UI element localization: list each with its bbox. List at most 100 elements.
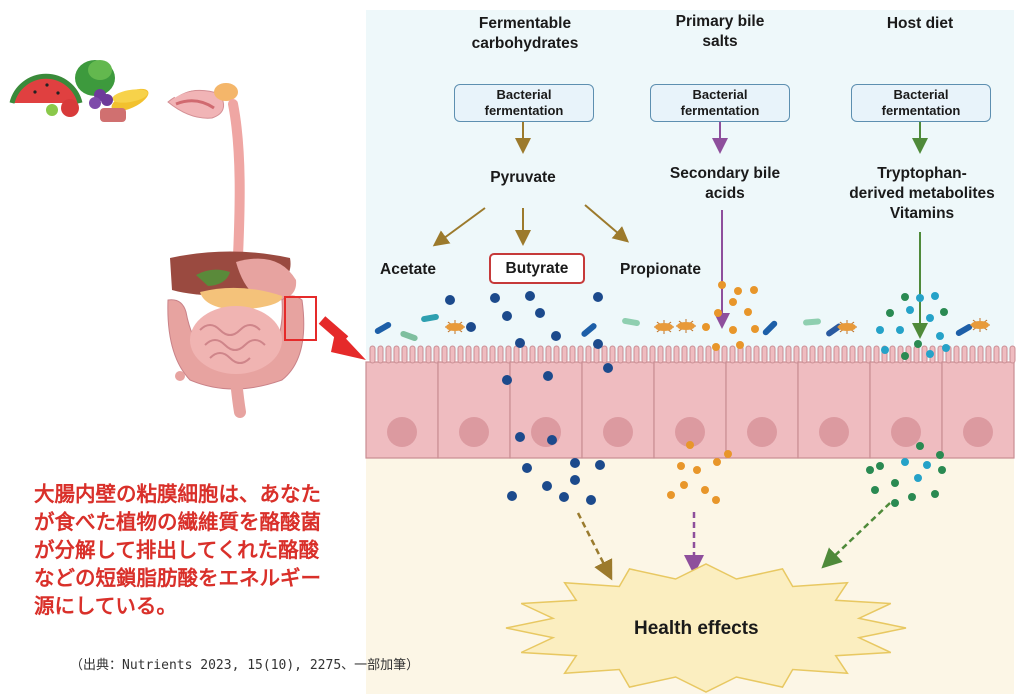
metabolite-dot <box>702 323 710 331</box>
column-title-carbohydrates: Fermentable carbohydrates <box>455 14 595 54</box>
metabolite-dot <box>714 309 722 317</box>
caption-line: が食べた植物の繊維質を酪酸菌 <box>34 510 321 534</box>
metabolite-dot <box>906 306 914 314</box>
box-line: fermentation <box>680 103 760 118</box>
epithelial-cell <box>581 345 656 459</box>
label-line: Secondary bile <box>669 165 781 182</box>
caption-line: などの短鎖脂肪酸をエネルギー <box>34 566 321 590</box>
label-line: Vitamins <box>889 205 955 223</box>
propionate-label: Propionate <box>620 261 701 278</box>
metabolite-dot <box>926 350 934 358</box>
dashed-arrow-trp-health <box>821 502 891 569</box>
pyruvate-label: Pyruvate <box>490 169 556 186</box>
metabolite-dot <box>876 326 884 334</box>
acetate-label: Acetate <box>380 261 436 278</box>
metabolite-dot <box>751 325 759 333</box>
metabolite-dot <box>891 499 899 507</box>
label-line: acids <box>705 185 745 203</box>
fermentation-box-host-diet: Bacterial fermentation <box>851 84 991 122</box>
metabolite-dot <box>750 286 758 294</box>
source-note: （出典：Nutrients 2023, 15(10), 2275、一部加筆） <box>70 658 420 673</box>
metabolite-dot <box>543 371 553 381</box>
metabolite-dot <box>593 292 603 302</box>
metabolite-dot <box>559 492 569 502</box>
food-illustration-icon <box>9 60 149 122</box>
metabolite-dot <box>535 308 545 318</box>
metabolite-dot <box>871 486 879 494</box>
arrow-pyruvate-to-propionate <box>584 204 630 243</box>
metabolite-dot <box>886 309 894 317</box>
metabolite-dot <box>551 331 561 341</box>
metabolite-dot <box>916 442 924 450</box>
metabolite-dot <box>938 466 946 474</box>
title-line: Host diet <box>886 15 954 32</box>
metabolite-dot <box>744 308 752 316</box>
metabolite-dot <box>490 293 500 303</box>
epithelial-cell <box>941 345 1016 459</box>
metabolite-dot <box>916 294 924 302</box>
lumen-background <box>366 10 1014 360</box>
metabolite-dot <box>677 462 685 470</box>
fermentation-box-carbohydrates: Bacterial fermentation <box>454 84 594 122</box>
tryptophan-metabolites-label: Tryptophan- derived metabolites Vitamins <box>834 164 1010 224</box>
title-line: carbohydrates <box>471 35 579 53</box>
metabolite-dot <box>936 451 944 459</box>
metabolite-dot <box>881 346 889 354</box>
metabolite-dot <box>736 341 744 349</box>
metabolite-dot <box>693 466 701 474</box>
metabolite-dot <box>667 491 675 499</box>
metabolite-dot <box>712 496 720 504</box>
bacterium-rod <box>955 323 973 336</box>
metabolite-dot <box>718 281 726 289</box>
metabolite-dot <box>547 435 557 445</box>
title-line: Fermentable <box>478 15 572 32</box>
fermentation-box-bile: Bacterial fermentation <box>650 84 790 122</box>
metabolite-dot <box>680 481 688 489</box>
title-line: Primary bile <box>675 13 765 30</box>
metabolite-dot <box>586 495 596 505</box>
bacterium-flagellated <box>654 320 674 334</box>
box-line: Bacterial <box>496 86 552 102</box>
esophagus <box>228 99 245 261</box>
bacterium-rod <box>581 323 597 337</box>
epithelial-cell <box>365 345 440 459</box>
bacterium-rod <box>622 317 640 327</box>
butyrate-label: Butyrate <box>505 260 569 277</box>
metabolite-dot <box>686 441 694 449</box>
metabolite-particles <box>445 281 950 507</box>
metabolite-dot <box>570 475 580 485</box>
metabolite-dot <box>570 458 580 468</box>
metabolite-dot <box>931 490 939 498</box>
metabolite-dot <box>901 352 909 360</box>
box-line: Bacterial <box>893 86 949 102</box>
bacterium-flagellated <box>970 318 990 332</box>
bacterium-flagellated <box>837 320 857 334</box>
metabolite-dot <box>896 326 904 334</box>
metabolite-dot <box>701 486 709 494</box>
bacteria-layer <box>374 313 990 342</box>
metabolite-dot <box>914 340 922 348</box>
metabolite-dot <box>515 338 525 348</box>
butyrate-highlight-box <box>489 253 585 284</box>
caption-line: 源にしている。 <box>34 594 177 618</box>
metabolite-dot <box>712 343 720 351</box>
metabolite-dot <box>603 363 613 373</box>
mouth-illustration-icon <box>167 83 238 119</box>
column-title-host-diet: Host diet <box>850 14 990 34</box>
metabolite-dot <box>914 474 922 482</box>
metabolite-dot <box>593 339 603 349</box>
metabolite-dot <box>931 292 939 300</box>
metabolite-dot <box>936 332 944 340</box>
epithelial-cell <box>437 345 512 459</box>
secondary-bile-acids-label: Secondary bile acids <box>650 164 800 204</box>
label-line: Tryptophan- <box>877 165 967 182</box>
metabolite-dot <box>942 344 950 352</box>
epithelial-cell <box>725 345 800 459</box>
box-line: fermentation <box>881 103 961 118</box>
japanese-caption: 大腸内壁の粘膜細胞は、あなた が食べた植物の繊維質を酪酸菌 が分解して排出してく… <box>34 480 374 620</box>
metabolite-dot <box>901 458 909 466</box>
metabolite-dot <box>729 298 737 306</box>
bacterium-rod <box>400 330 418 342</box>
metabolite-dot <box>891 479 899 487</box>
